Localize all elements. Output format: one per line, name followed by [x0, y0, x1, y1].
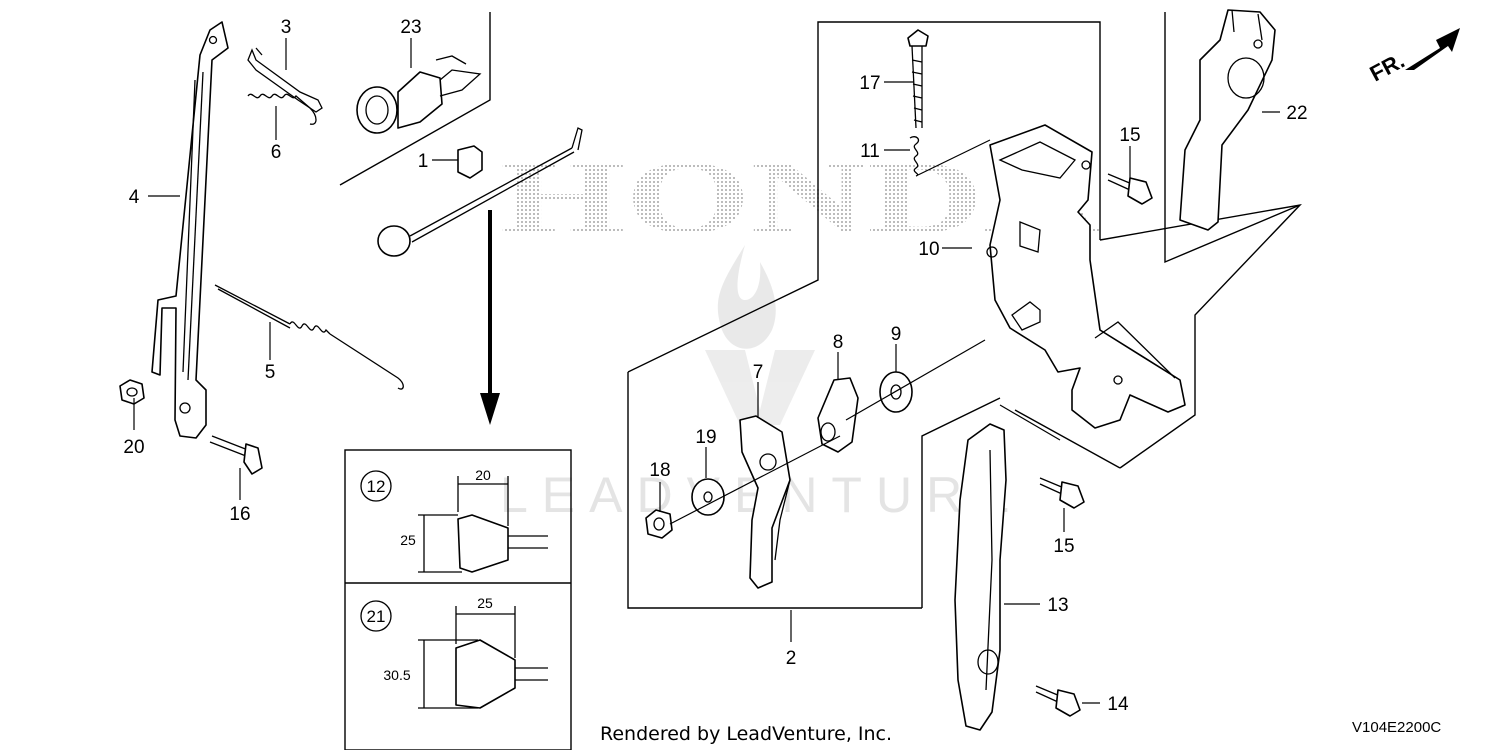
callout-6: 6	[271, 142, 282, 163]
part-18-nut	[645, 509, 673, 539]
inset-part-12-label: 12	[367, 477, 386, 496]
assembly-axis-lines	[669, 139, 1061, 525]
part-10-main-bracket	[986, 124, 1186, 429]
callout-19: 19	[695, 427, 716, 448]
front-direction-label: FR.	[1366, 48, 1409, 87]
part-3-clip	[247, 47, 323, 113]
callout-17: 17	[859, 73, 880, 94]
callout-5: 5	[265, 362, 276, 383]
callout-22: 22	[1286, 103, 1307, 124]
part-14-bolt	[1035, 685, 1081, 717]
part-19-washer	[691, 478, 725, 516]
inset-12-height-dimension: 25	[400, 532, 416, 548]
callout-leader-lines	[133, 38, 1280, 704]
part-5-spring-rod	[214, 284, 404, 390]
part-15-bolt-lower	[1039, 477, 1085, 509]
callout-8: 8	[833, 332, 844, 353]
callout-18: 18	[649, 460, 670, 481]
part-7-lever	[739, 415, 791, 589]
inset-part-21-label: 21	[367, 607, 386, 626]
part-15-bolt-top	[1107, 173, 1153, 205]
arrow-down-icon	[480, 210, 500, 425]
part-9-washer	[879, 371, 913, 413]
part-22-bracket	[1179, 9, 1276, 231]
rendered-by-credit: Rendered by LeadVenture, Inc.	[600, 723, 892, 745]
part-6-spring	[247, 93, 317, 125]
inset-12-width-dimension: 20	[475, 467, 491, 483]
callout-15-lower: 15	[1053, 536, 1074, 557]
assembly-frame-lines	[339, 12, 1302, 609]
part-13-arm	[954, 423, 1007, 731]
diagram-code: V104E2200C	[1352, 719, 1441, 736]
part-23-knob	[356, 55, 482, 134]
callout-4: 4	[129, 187, 140, 208]
callout-11: 11	[860, 141, 880, 162]
inset-21-height-dimension: 30.5	[383, 667, 410, 683]
part-callouts: 4 3 6 23 1 5 20 16 17 11 10 15 22 7 8 9 …	[123, 17, 1307, 715]
part-1-cable-end	[377, 127, 583, 257]
part-17-long-bolt	[907, 29, 929, 129]
part-20-nut	[119, 379, 145, 405]
callout-1: 1	[418, 151, 429, 172]
inset-21-width-dimension: 25	[477, 595, 493, 611]
part-8-plate	[817, 377, 859, 453]
callout-3: 3	[281, 17, 292, 38]
callout-2: 2	[786, 648, 797, 669]
callout-16: 16	[229, 504, 250, 525]
callout-10: 10	[918, 239, 939, 260]
callout-13: 13	[1047, 595, 1068, 616]
callout-14: 14	[1107, 694, 1129, 715]
callout-15-top: 15	[1119, 125, 1140, 146]
callout-20: 20	[123, 437, 144, 458]
cable-end-detail-inset: 12 20 25 21 25 30.5	[344, 449, 572, 750]
callout-9: 9	[891, 324, 902, 345]
flame-watermark-icon	[705, 245, 815, 425]
part-11-spring	[909, 136, 920, 177]
part-16-bolt	[209, 435, 263, 475]
callout-7: 7	[753, 362, 764, 383]
front-direction-arrow-icon: FR.	[1366, 28, 1460, 86]
part-4-control-rod	[151, 21, 229, 439]
callout-23: 23	[400, 17, 421, 38]
